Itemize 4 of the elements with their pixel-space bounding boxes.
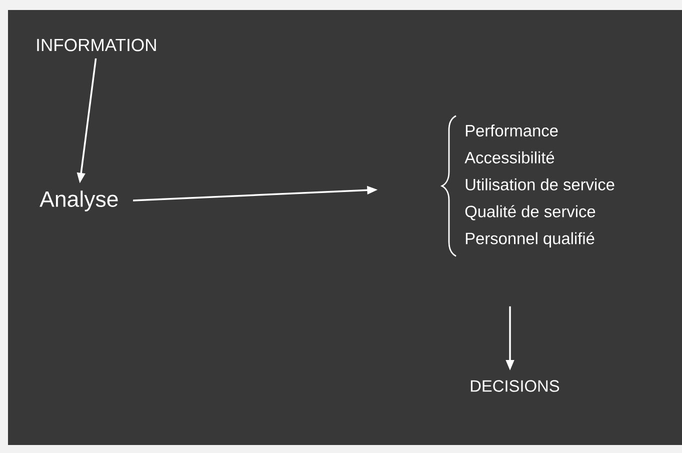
text-label: INFORMATION xyxy=(37,38,156,52)
text-label: DECISIONS xyxy=(470,380,560,392)
item-list: Performance Accessibilité Utilisation de service Qualité de service Personnel qualifié xyxy=(464,124,614,248)
text-label: Analyse xyxy=(40,190,118,212)
